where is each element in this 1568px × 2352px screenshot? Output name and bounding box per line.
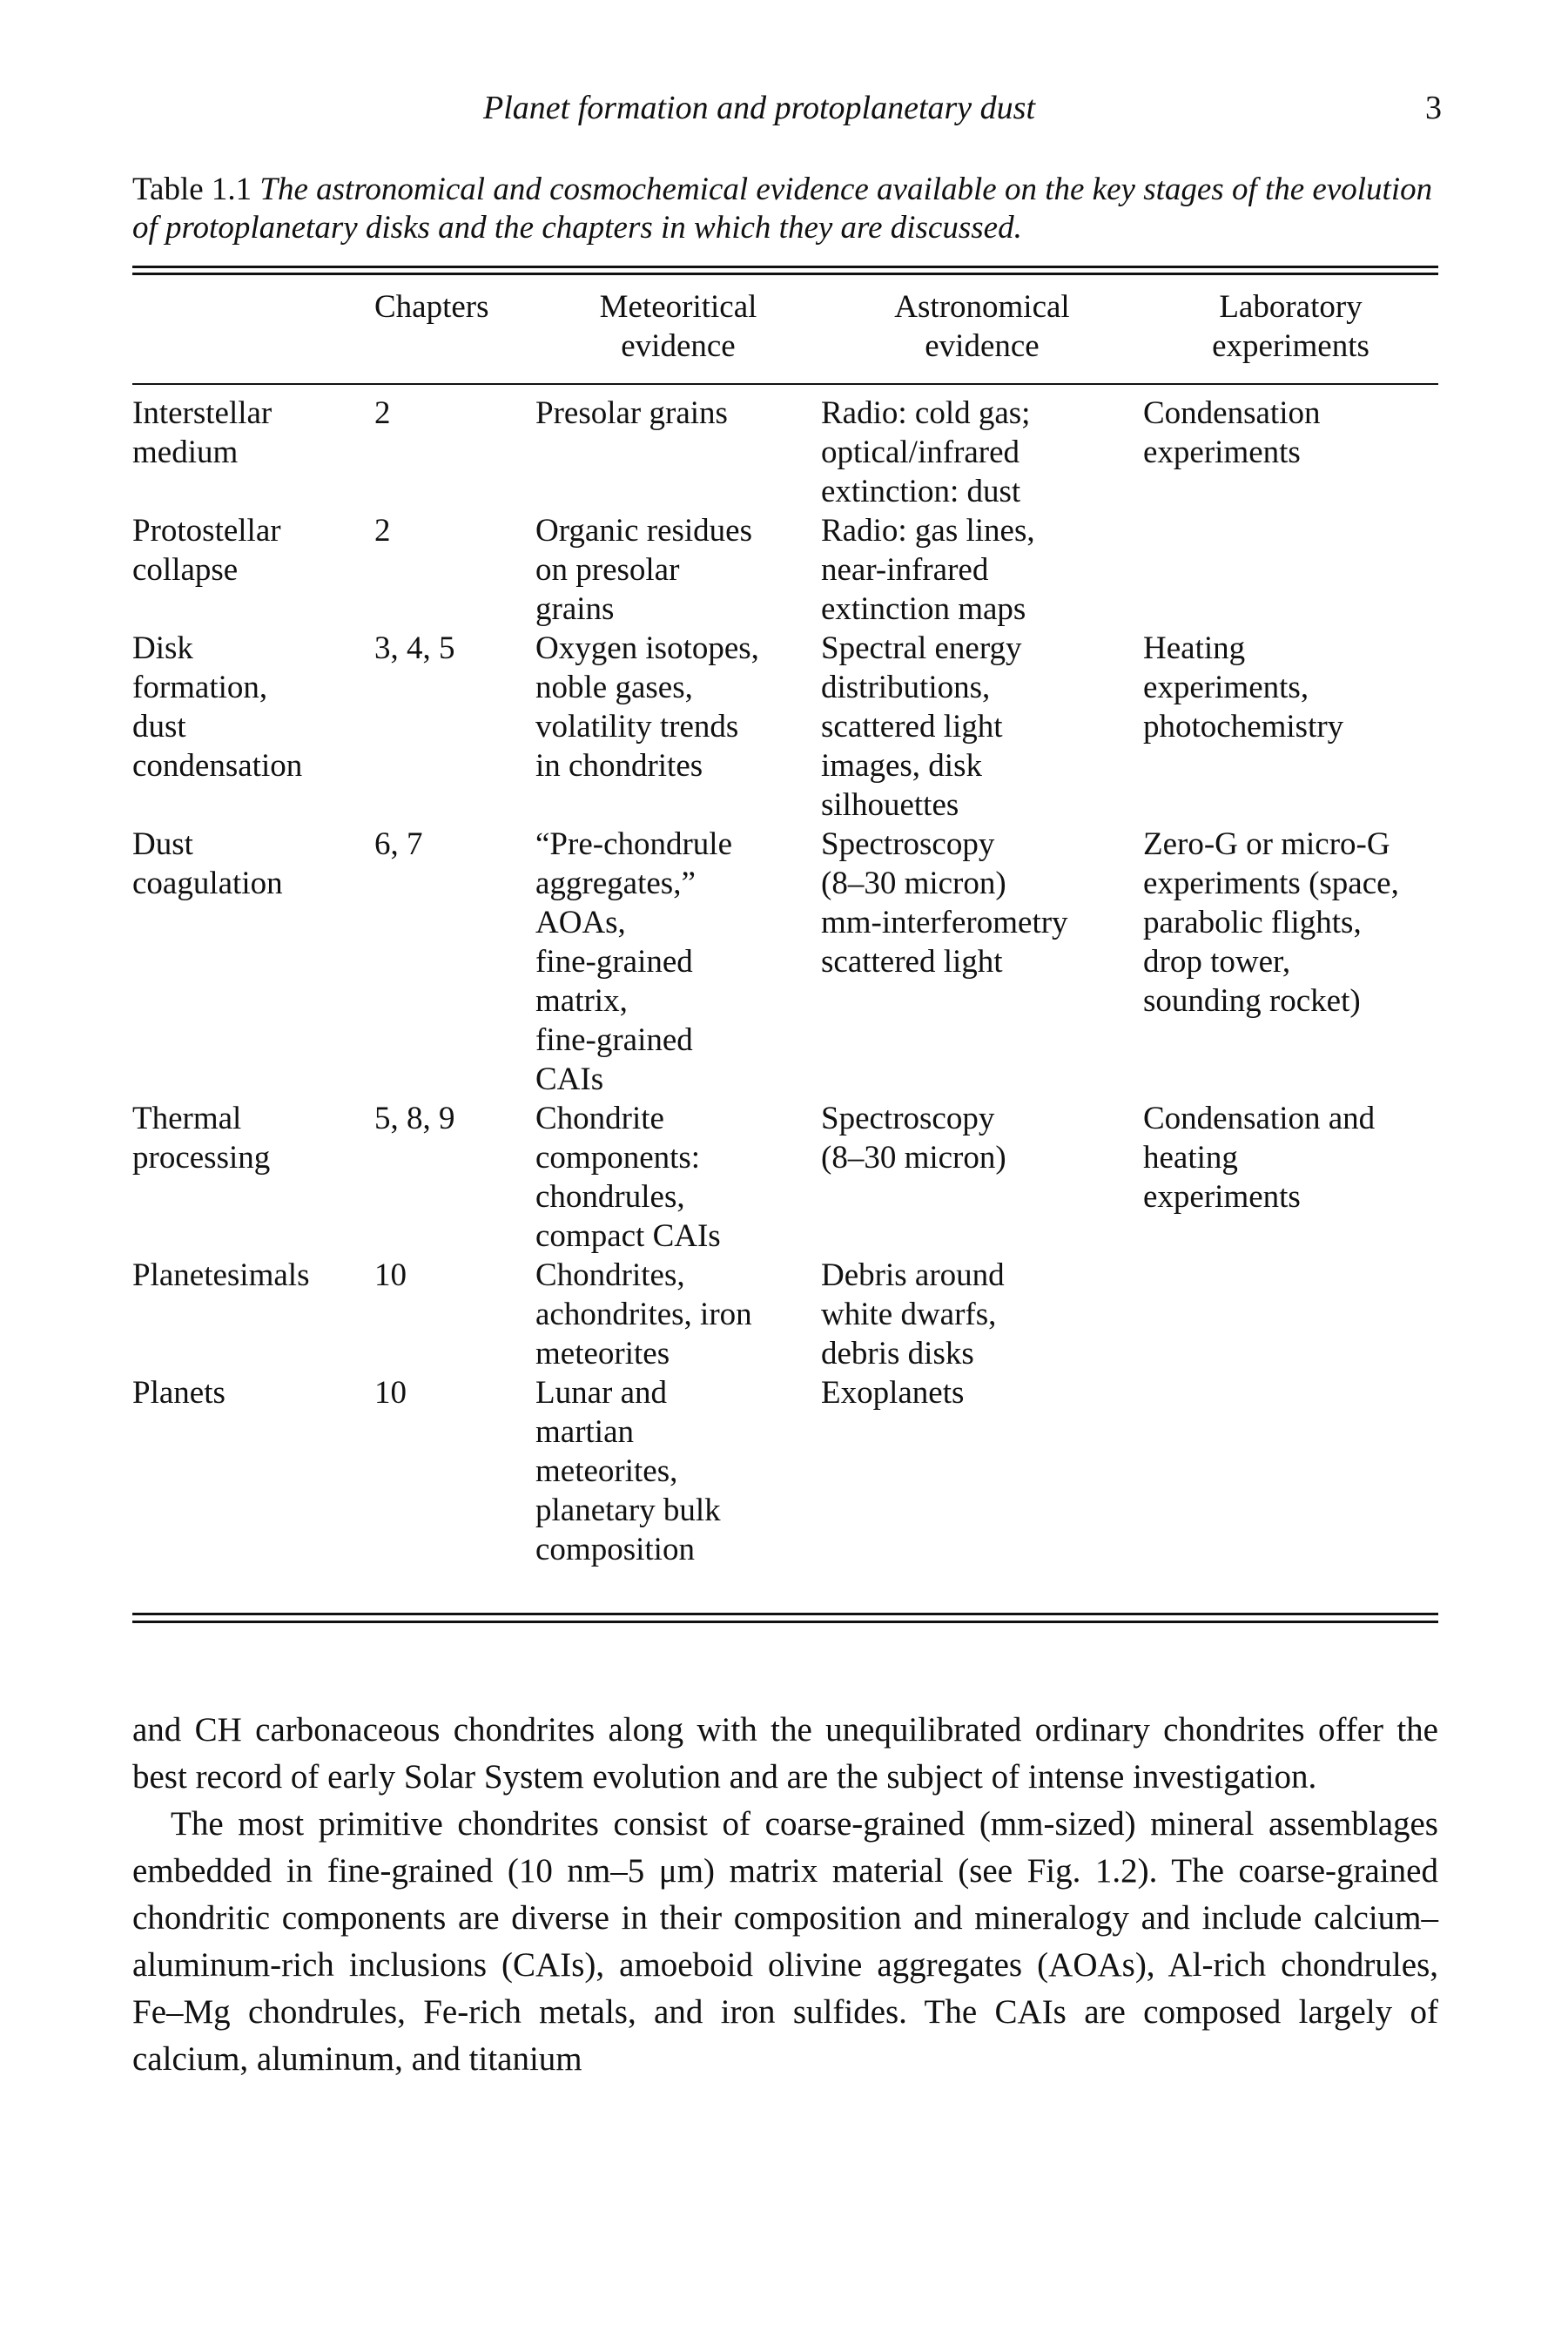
row-astronomical: Spectroscopy (8–30 micron) (821, 1101, 1006, 1176)
paragraph: and CH carbonaceous chondrites along wit… (132, 1711, 1438, 1796)
table-body: Interstellar medium 2 Presolar grains Ra… (132, 394, 1438, 1569)
running-title: Planet formation and protoplanetary dust (483, 90, 1036, 126)
row-laboratory (1143, 511, 1438, 629)
table-bottom-rule (132, 1613, 1438, 1615)
row-laboratory: Zero-G or micro-G experiments (space, pa… (1143, 826, 1399, 1019)
table-caption: Table 1.1 The astronomical and cosmochem… (132, 171, 1438, 247)
evidence-table: Chapters Meteoritical evidence Astronomi… (132, 287, 1438, 1569)
row-astronomical: Debris around white dwarfs, debris disks (821, 1257, 1005, 1371)
row-stage: Interstellar medium (132, 395, 273, 470)
header-chapters: Chapters (374, 289, 489, 325)
header-laboratory: Laboratory experiments (1212, 289, 1369, 364)
row-meteoritical: Chondrite components: chondrules, compac… (535, 1101, 721, 1254)
table-row: Protostellar collapse 2 Organic residues… (132, 511, 1438, 629)
row-laboratory: Condensation experiments (1143, 395, 1321, 470)
table-row: Interstellar medium 2 Presolar grains Ra… (132, 394, 1438, 511)
row-chapters: 5, 8, 9 (374, 1101, 455, 1136)
row-meteoritical: Oxygen isotopes, noble gases, volatility… (535, 630, 759, 784)
table-top-rule (132, 266, 1438, 268)
table-row: Thermal processing 5, 8, 9 Chondrite com… (132, 1099, 1438, 1256)
row-stage: Thermal processing (132, 1101, 271, 1176)
caption-label: Table 1.1 (132, 172, 252, 207)
row-laboratory: Heating experiments, photochemistry (1143, 630, 1344, 745)
row-astronomical: Radio: gas lines, near-infrared extincti… (821, 513, 1035, 627)
row-stage: Dust coagulation (132, 826, 283, 901)
body-text: and CH carbonaceous chondrites along wit… (132, 1707, 1438, 2083)
row-chapters: 2 (374, 513, 391, 549)
table-bottom-rule-inner (132, 1621, 1438, 1623)
row-chapters: 10 (374, 1257, 407, 1293)
row-chapters: 2 (374, 395, 391, 431)
row-laboratory: Condensation and heating experiments (1143, 1101, 1376, 1215)
table-top-rule-inner (132, 273, 1438, 275)
table-row: Planetesimals 10 Chondrites, achondrites… (132, 1256, 1438, 1373)
table-header-row: Chapters Meteoritical evidence Astronomi… (132, 287, 1438, 383)
row-laboratory (1143, 1256, 1438, 1373)
table-row: Disk formation, dust condensation 3, 4, … (132, 629, 1438, 825)
row-chapters: 10 (374, 1375, 407, 1411)
table-row: Planets 10 Lunar and martian meteorites,… (132, 1373, 1438, 1569)
page-number: 3 (1425, 90, 1442, 126)
row-astronomical: Exoplanets (821, 1375, 965, 1411)
row-meteoritical: “Pre-chondrule aggregates,” AOAs, fine-g… (535, 826, 733, 1097)
row-astronomical: Spectroscopy (8–30 micron) mm-interferom… (821, 826, 1068, 980)
row-meteoritical: Lunar and martian meteorites, planetary … (535, 1375, 721, 1567)
table-header-rule (132, 383, 1438, 385)
header-astronomical: Astronomical evidence (894, 289, 1070, 364)
row-meteoritical: Chondrites, achondrites, iron meteorites (535, 1257, 752, 1371)
row-astronomical: Radio: cold gas; optical/infrared extinc… (821, 395, 1031, 509)
running-head: Planet formation and protoplanetary dust… (0, 89, 1568, 132)
paragraph: The most primitive chondrites consist of… (132, 1805, 1438, 2078)
row-chapters: 6, 7 (374, 826, 423, 862)
row-stage: Planetesimals (132, 1257, 310, 1293)
row-laboratory (1143, 1373, 1438, 1569)
header-cell (132, 287, 374, 383)
row-meteoritical: Organic residues on presolar grains (535, 513, 752, 627)
caption-text: The astronomical and cosmochemical evide… (132, 172, 1433, 246)
header-meteoritical: Meteoritical evidence (599, 289, 757, 364)
table-row: Dust coagulation 6, 7 “Pre-chondrule agg… (132, 825, 1438, 1099)
row-stage: Disk formation, dust condensation (132, 630, 303, 784)
row-meteoritical: Presolar grains (535, 395, 728, 431)
row-astronomical: Spectral energy distributions, scattered… (821, 630, 1022, 823)
row-chapters: 3, 4, 5 (374, 630, 455, 666)
row-stage: Planets (132, 1375, 225, 1411)
row-stage: Protostellar collapse (132, 513, 281, 588)
